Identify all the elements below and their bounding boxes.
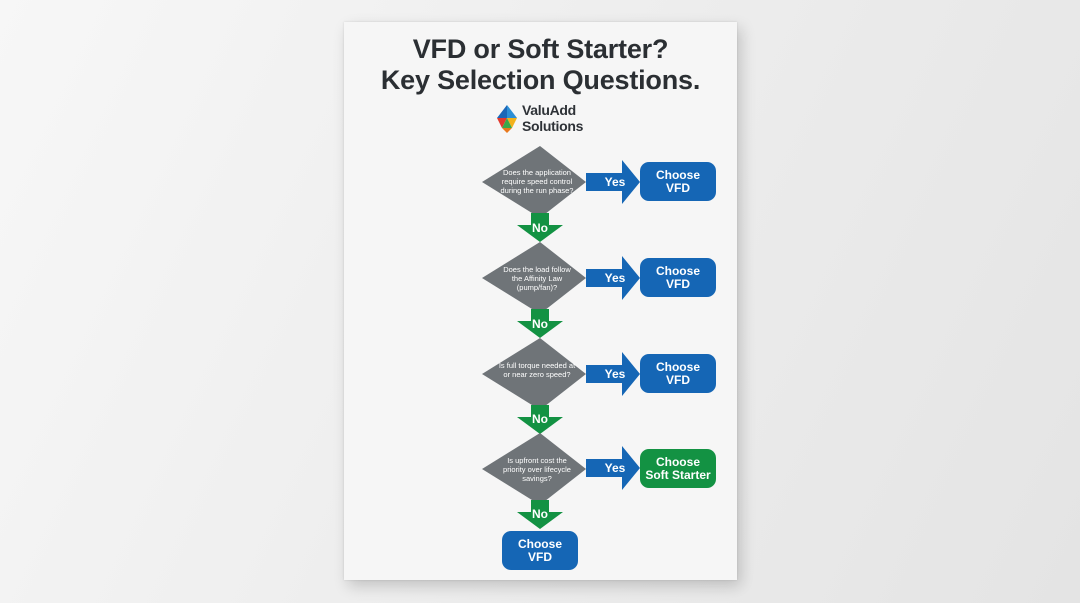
no-arrow-2 xyxy=(517,309,563,338)
decision-flowchart: Does the application require speed contr… xyxy=(344,22,737,580)
no-label-2: No xyxy=(532,317,548,331)
decision-diamond-2 xyxy=(482,242,586,314)
decision-diamond-1 xyxy=(482,146,586,218)
yes-arrow-1 xyxy=(586,160,640,204)
no-label-1: No xyxy=(532,221,548,235)
logo-line2: Solutions xyxy=(522,118,584,134)
outcome-box-3: Choose VFD xyxy=(640,354,716,393)
yes-arrow-2 xyxy=(586,256,640,300)
logo-wordmark: ValuAdd Solutions xyxy=(522,102,583,134)
poster-title-line2: Key Selection Questions. xyxy=(380,65,701,95)
yes-arrow-4 xyxy=(586,446,640,490)
final-outcome-box: Choose VFD xyxy=(502,531,578,570)
decision-diamond-3 xyxy=(482,338,586,410)
yes-label-4: Yes xyxy=(604,461,626,475)
outcome-box-4: Choose Soft Starter xyxy=(640,449,716,488)
yes-label-1: Yes xyxy=(604,175,626,189)
flowchart-poster: VFD or Soft Starter? Key Selection Quest… xyxy=(344,22,737,580)
outcome-box-1: Choose VFD xyxy=(640,162,716,201)
question-1-text: Does the application require speed contr… xyxy=(500,168,574,195)
valuadd-logo-icon xyxy=(497,105,517,133)
poster-title: VFD or Soft Starter? Key Selection Quest… xyxy=(344,34,737,96)
no-arrow-4 xyxy=(517,500,563,529)
question-3-text: Is full torque needed at or near zero sp… xyxy=(498,361,576,379)
logo-line1: ValuAdd xyxy=(522,102,576,118)
flowchart-shapes xyxy=(482,146,640,529)
no-arrow-1 xyxy=(517,213,563,242)
question-4-text: Is upfront cost the priority over lifecy… xyxy=(503,456,571,483)
no-arrow-3 xyxy=(517,405,563,434)
no-label-3: No xyxy=(532,412,548,426)
yes-arrow-3 xyxy=(586,352,640,396)
outcome-box-2: Choose VFD xyxy=(640,258,716,297)
poster-title-line1: VFD or Soft Starter? xyxy=(412,34,669,64)
decision-diamond-4 xyxy=(482,433,586,505)
yes-label-3: Yes xyxy=(604,367,626,381)
company-logo: ValuAdd Solutions xyxy=(494,102,604,138)
no-label-4: No xyxy=(532,507,548,521)
question-2-text: Does the load follow the Affinity Law (p… xyxy=(503,265,571,292)
yes-label-2: Yes xyxy=(604,271,626,285)
